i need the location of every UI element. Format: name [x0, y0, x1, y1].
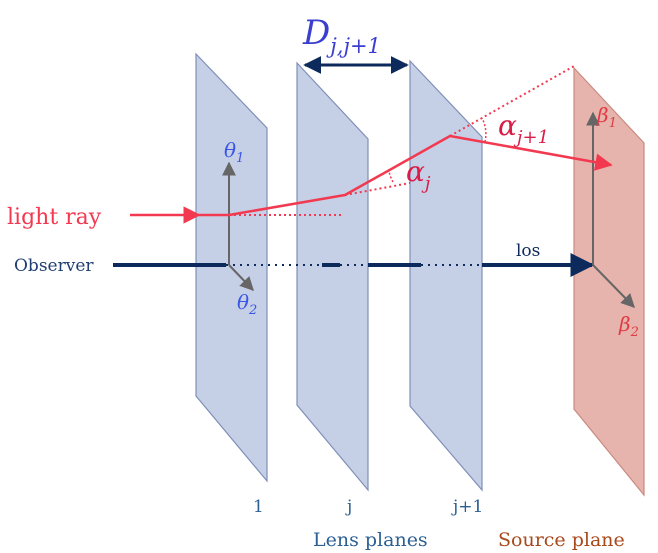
lens-plane-j-plus-1	[409, 59, 483, 492]
distance-label: Dj,j+1	[302, 13, 381, 58]
beta2-axis	[592, 264, 635, 309]
ray-extension-3	[449, 64, 577, 137]
observer-label: Observer	[14, 256, 94, 276]
alpha-j-label: αj	[406, 155, 431, 194]
plane-1-number: 1	[253, 497, 264, 517]
light-ray-label: light ray	[7, 205, 102, 230]
theta2-label: θ2	[237, 290, 257, 318]
beta2-label: β2	[618, 312, 639, 340]
alpha-j-arc	[388, 170, 394, 183]
plane-j1-number: j+1	[451, 497, 483, 517]
alpha-j1-label: αj+1	[498, 109, 549, 148]
source-plane-label: Source plane	[498, 529, 625, 551]
lens-planes-label: Lens planes	[313, 529, 428, 551]
lens-plane-j	[296, 61, 369, 492]
beta1-label: β1	[596, 103, 617, 131]
theta2-axis	[228, 264, 254, 292]
theta1-label: θ1	[224, 138, 244, 166]
plane-j-number: j	[345, 497, 352, 517]
los-label: los	[516, 241, 540, 261]
alpha-j1-arc	[481, 117, 487, 143]
ray-extension-2	[344, 182, 411, 196]
